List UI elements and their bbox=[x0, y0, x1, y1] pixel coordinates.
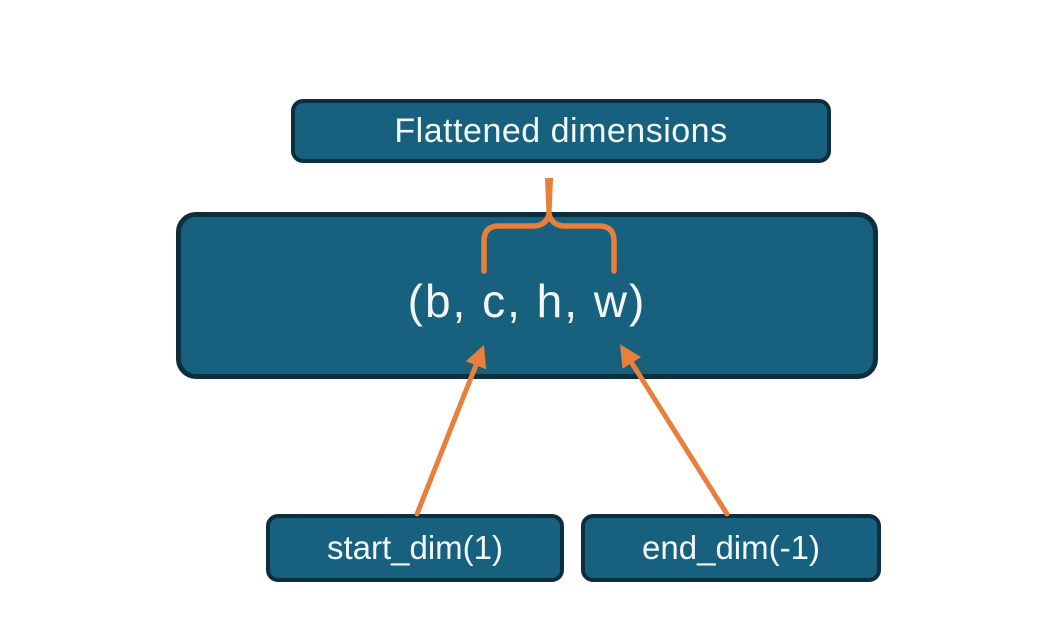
start-dim-box: start_dim(1) bbox=[266, 514, 564, 582]
end-dim-label: end_dim(-1) bbox=[642, 529, 820, 566]
end-dim-box: end_dim(-1) bbox=[581, 514, 881, 582]
start-dim-label: start_dim(1) bbox=[326, 529, 504, 566]
brace-spike-icon bbox=[545, 178, 553, 215]
flattened-dimensions-label: Flattened dimensions bbox=[394, 111, 728, 150]
tensor-shape-label: (b, c, h, w) bbox=[407, 274, 647, 327]
flattened-dimensions-box: Flattened dimensions bbox=[291, 99, 831, 163]
tensor-shape-box: (b, c, h, w) bbox=[176, 212, 878, 379]
